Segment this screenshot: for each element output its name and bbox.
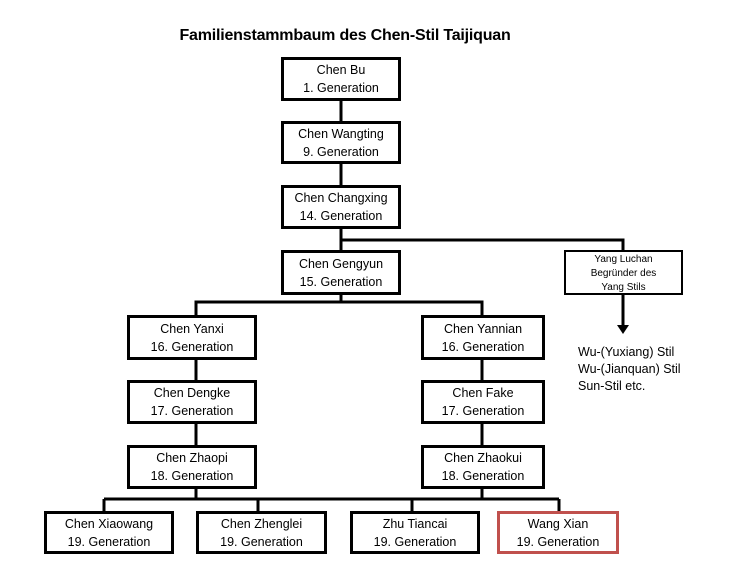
node-generation: 18. Generation (150, 469, 234, 483)
node-chen-gengyun: Chen Gengyun 15. Generation (281, 250, 401, 295)
node-generation: 15. Generation (299, 274, 383, 289)
node-name: Chen Bu (316, 63, 366, 77)
node-wang-xian: Wang Xian 19. Generation (497, 511, 619, 554)
node-chen-xiaowang: Chen Xiaowang 19. Generation (44, 511, 174, 554)
node-chen-changxing: Chen Changxing 14. Generation (281, 185, 401, 229)
node-name: Chen Fake (452, 386, 514, 400)
node-chen-dengke: Chen Dengke 17. Generation (127, 380, 257, 424)
node-chen-bu: Chen Bu 1. Generation (281, 57, 401, 101)
node-name: Chen Changxing (294, 191, 388, 205)
node-chen-yannian: Chen Yannian 16. Generation (421, 315, 545, 360)
node-generation: 17. Generation (150, 404, 234, 418)
node-chen-zhaokui: Chen Zhaokui 18. Generation (421, 445, 545, 489)
node-generation: 14. Generation (299, 209, 383, 223)
derived-styles-list: Wu-(Yuxiang) Stil Wu-(Jianquan) Stil Sun… (578, 344, 681, 395)
node-description: Yang Stils (601, 281, 646, 293)
node-generation: 19. Generation (220, 534, 303, 549)
node-generation: 1. Generation (303, 81, 379, 95)
derived-style: Sun-Stil etc. (578, 379, 646, 393)
node-chen-zhaopi: Chen Zhaopi 18. Generation (127, 445, 257, 489)
node-chen-wangting: Chen Wangting 9. Generation (281, 121, 401, 164)
connector-changxing-yang (341, 238, 625, 251)
node-name: Chen Dengke (153, 386, 231, 400)
node-name: Chen Xiaowang (64, 516, 154, 531)
node-name: Chen Zhenglei (220, 516, 303, 531)
node-chen-zhenglei: Chen Zhenglei 19. Generation (196, 511, 327, 554)
node-name: Chen Gengyun (298, 256, 384, 271)
connector-gengyun-sons (194, 300, 484, 316)
node-yang-luchan: Yang Luchan Begründer des Yang Stils (564, 250, 683, 295)
node-name: Zhu Tiancai (382, 516, 448, 531)
diagram-title: Familienstammbaum des Chen-Stil Taijiqua… (179, 27, 511, 44)
node-name: Chen Zhaokui (444, 451, 522, 465)
node-generation: 16. Generation (441, 339, 525, 354)
node-chen-yanxi: Chen Yanxi 16. Generation (127, 315, 257, 360)
node-generation: 9. Generation (303, 144, 379, 159)
node-generation: 16. Generation (150, 339, 234, 354)
node-name: Chen Yannian (443, 321, 523, 336)
node-name: Wang Xian (527, 516, 589, 531)
node-name: Yang Luchan (594, 253, 653, 265)
derived-style: Wu-(Jianquan) Stil (578, 362, 681, 376)
node-name: Chen Wangting (298, 126, 384, 141)
node-name: Chen Zhaopi (156, 451, 228, 465)
node-chen-fake: Chen Fake 17. Generation (421, 380, 545, 424)
node-zhu-tiancai: Zhu Tiancai 19. Generation (350, 511, 480, 554)
arrow-head (617, 325, 629, 334)
node-generation: 17. Generation (441, 404, 525, 418)
node-generation: 19. Generation (373, 534, 457, 549)
node-generation: 18. Generation (441, 469, 525, 483)
node-description: Begründer des (590, 267, 657, 279)
node-name: Chen Yanxi (160, 321, 224, 336)
derived-style: Wu-(Yuxiang) Stil (578, 345, 675, 359)
node-generation: 19. Generation (67, 534, 151, 549)
node-generation: 19. Generation (516, 534, 600, 549)
